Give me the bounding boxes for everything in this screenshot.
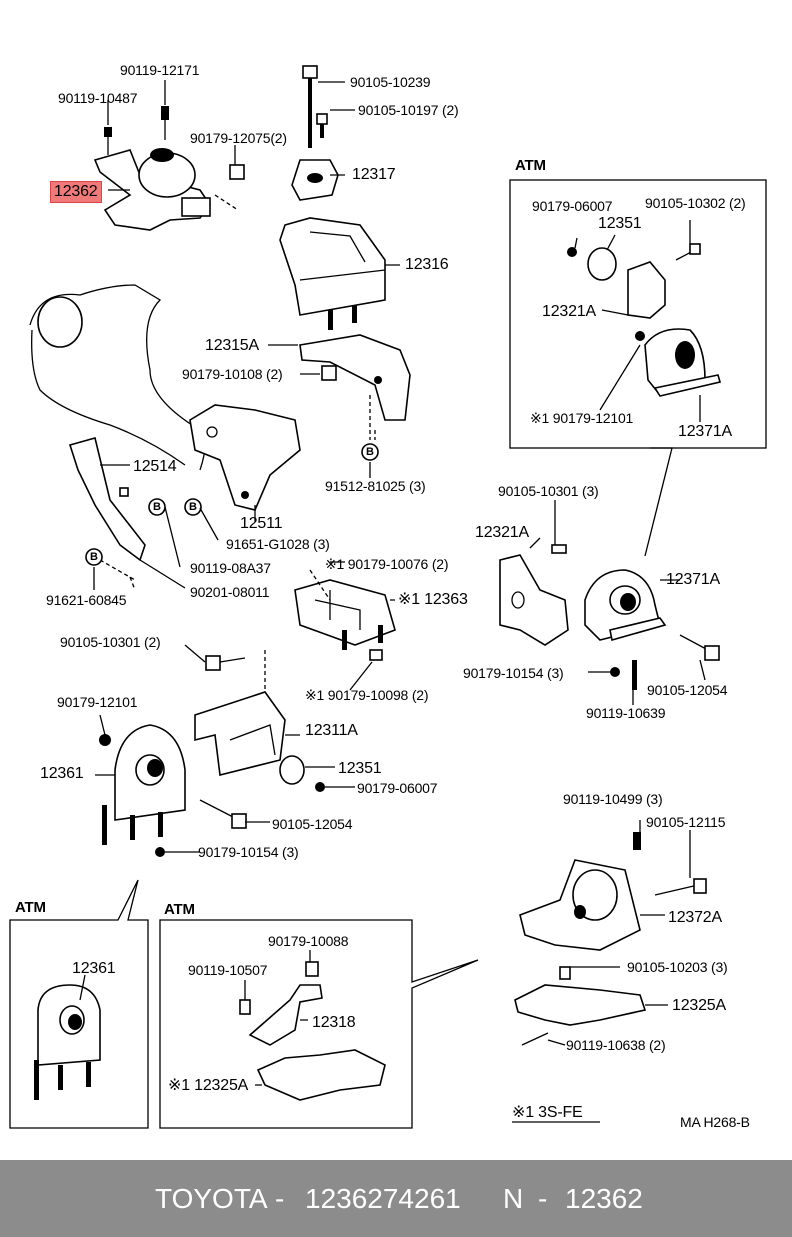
diagram-drawing <box>9 65 767 1129</box>
label-atm-90105-10302: 90105-10302 (2) <box>645 195 746 211</box>
label-12318: 12318 <box>312 1014 356 1031</box>
leader-lines <box>79 80 706 1086</box>
label-12317: 12317 <box>352 166 396 183</box>
label-90179-10098: ※1 90179-10098 (2) <box>305 687 429 703</box>
diagram-code: MA H268-B <box>680 1114 750 1130</box>
label-90105-10197: 90105-10197 (2) <box>358 102 459 118</box>
bolt-marker-1: B <box>366 446 374 458</box>
label-12362-highlighted: 12362 <box>50 181 102 203</box>
label-90179-06007: 90179-06007 <box>357 780 438 796</box>
label-atm-12371A: 12371A <box>678 423 732 440</box>
label-right-90105-12054: 90105-12054 <box>647 682 728 698</box>
label-12363: ※1 12363 <box>398 591 468 608</box>
label-90179-12075: 90179-12075(2) <box>190 130 287 146</box>
label-90119-10639: 90119-10639 <box>586 705 666 721</box>
label-90119-10507: 90119-10507 <box>188 962 268 978</box>
label-12316: 12316 <box>405 256 449 273</box>
label-12372A: 12372A <box>668 909 722 926</box>
atm-box-frame <box>509 179 767 449</box>
bolt-marker-3: B <box>189 501 197 513</box>
bolt-marker-4: B <box>90 551 98 563</box>
label-90179-10076: ※1 90179-10076 (2) <box>325 556 449 572</box>
label-90105-12115: 90105-12115 <box>646 814 726 830</box>
label-90105-10301-2: 90105-10301 (2) <box>60 634 161 650</box>
label-12351: 12351 <box>338 760 382 777</box>
label-90105-12054: 90105-12054 <box>272 816 353 832</box>
footer-separator-1: - <box>275 1183 285 1214</box>
label-right-12371A: 12371A <box>666 571 720 588</box>
label-91621-60845: 91621-60845 <box>46 592 127 608</box>
footer-part-number: 1236274261 <box>305 1183 461 1214</box>
label-90119-12171: 90119-12171 <box>120 62 200 78</box>
part-footer-bar: TOYOTA - 1236274261 N - 12362 <box>0 1160 792 1237</box>
label-90119-08A37: 90119-08A37 <box>190 560 271 576</box>
label-right-12325A: 12325A <box>672 997 726 1014</box>
label-91512-81025: 91512-81025 (3) <box>325 478 426 494</box>
label-atm-90179-12101: ※1 90179-12101 <box>530 410 634 426</box>
label-right-90179-10154: 90179-10154 (3) <box>463 665 564 681</box>
label-90105-10301-3: 90105-10301 (3) <box>498 483 599 499</box>
label-12311A: 12311A <box>305 722 358 739</box>
label-12511: 12511 <box>240 515 283 532</box>
bolt-marker-2: B <box>153 501 161 513</box>
atm-box-left-frame <box>9 879 149 1129</box>
footer-brand: TOYOTA <box>155 1183 268 1214</box>
label-90179-10108: 90179-10108 (2) <box>182 366 283 382</box>
label-90119-10499: 90119-10499 (3) <box>563 791 663 807</box>
label-atm-12351: 12351 <box>598 215 642 232</box>
label-90105-10239: 90105-10239 <box>350 74 431 90</box>
label-12315A: 12315A <box>205 337 259 354</box>
label-12361: 12361 <box>40 765 84 782</box>
footer-separator-2: - <box>538 1183 548 1214</box>
label-atm-left-12361: 12361 <box>72 960 116 977</box>
label-90201-08011: 90201-08011 <box>190 584 270 600</box>
note-3s-fe: ※1 3S-FE <box>512 1104 583 1121</box>
label-90179-12101-left: 90179-12101 <box>57 694 138 710</box>
label-90119-10487: 90119-10487 <box>58 90 138 106</box>
label-90179-10154: 90179-10154 (3) <box>198 844 299 860</box>
label-90179-10088: 90179-10088 <box>268 933 349 949</box>
label-90105-10203: 90105-10203 (3) <box>627 959 728 975</box>
atm-box-title: ATM <box>515 157 546 174</box>
label-atm-12321A: 12321A <box>542 303 596 320</box>
label-atm-90179-06007: 90179-06007 <box>532 198 613 214</box>
label-91651-G1028: 91651-G1028 (3) <box>226 536 330 552</box>
exploded-parts-diagram: 90119-12171 90119-10487 90105-10239 9010… <box>9 62 767 1130</box>
atm-middle-title: ATM <box>164 901 195 918</box>
atm-left-title: ATM <box>15 899 46 916</box>
atm-box-middle-frame <box>159 919 479 1129</box>
footer-n-label: N <box>503 1183 524 1214</box>
mount-12362-drawing <box>93 110 239 231</box>
label-right-12321A: 12321A <box>475 524 529 541</box>
label-90119-10638: 90119-10638 (2) <box>566 1037 666 1053</box>
label-12514: 12514 <box>133 458 177 475</box>
label-middle-12325A: ※1 12325A <box>168 1077 249 1094</box>
footer-n-value: 12362 <box>565 1183 643 1214</box>
